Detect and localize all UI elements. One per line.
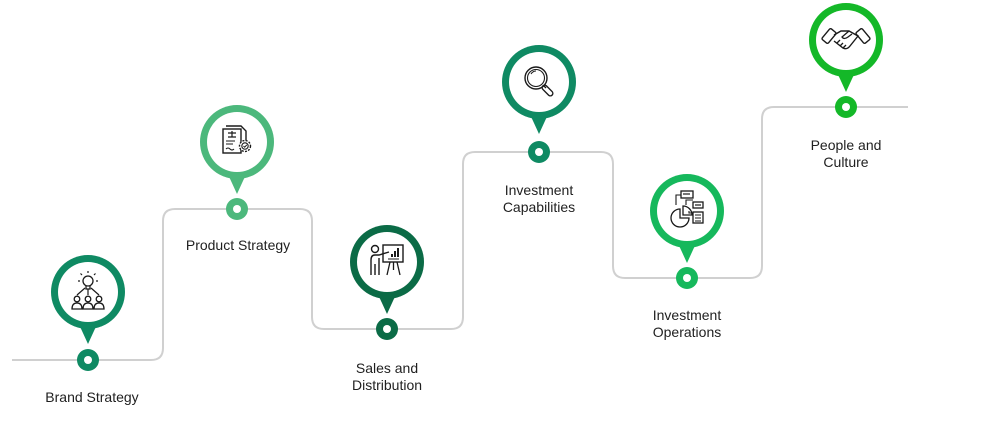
step-pin-5 <box>650 174 724 289</box>
step-label-6-line1: People and <box>810 137 882 153</box>
step-label-5-line2: Operations <box>652 324 722 340</box>
step-label-6-line2: Culture <box>823 154 869 170</box>
pin-inner <box>207 112 267 172</box>
presentation-icon <box>370 244 404 276</box>
step-pin-2 <box>200 105 274 220</box>
document-gear-icon <box>222 125 252 154</box>
step-label-3: Sales and Distribution <box>307 360 467 394</box>
magnifier-icon <box>524 66 554 97</box>
pin-inner <box>657 181 717 241</box>
idea-team-icon <box>71 271 105 310</box>
pie-chart-docs-icon <box>670 190 704 228</box>
pin-inner <box>509 52 569 112</box>
step-label-2-line1: Product Strategy <box>185 237 291 253</box>
step-pin-1 <box>51 255 125 371</box>
pin-inner <box>816 10 876 70</box>
step-pin-4 <box>502 45 576 163</box>
step-pin-3 <box>350 225 424 340</box>
step-label-4: Investment Capabilities <box>459 182 619 216</box>
step-label-3-line2: Distribution <box>351 377 423 393</box>
step-label-6: People and Culture <box>766 137 926 171</box>
step-label-1: Brand Strategy <box>12 389 172 406</box>
step-node-center <box>233 205 241 213</box>
step-node-center <box>535 148 543 156</box>
step-label-3-line1: Sales and <box>355 360 419 376</box>
handshake-icon <box>821 27 871 50</box>
step-label-2: Product Strategy <box>158 237 318 254</box>
step-label-1-line1: Brand Strategy <box>45 389 139 405</box>
step-path-line <box>12 106 908 361</box>
step-node-center <box>383 325 391 333</box>
step-node-center <box>84 356 92 364</box>
step-label-5: Investment Operations <box>607 307 767 341</box>
step-node-center <box>683 274 691 282</box>
step-node-center <box>842 103 850 111</box>
step-pin-6 <box>809 3 883 118</box>
step-label-4-line2: Capabilities <box>502 199 576 215</box>
step-label-5-line1: Investment <box>652 307 722 323</box>
step-label-4-line1: Investment <box>504 182 574 198</box>
